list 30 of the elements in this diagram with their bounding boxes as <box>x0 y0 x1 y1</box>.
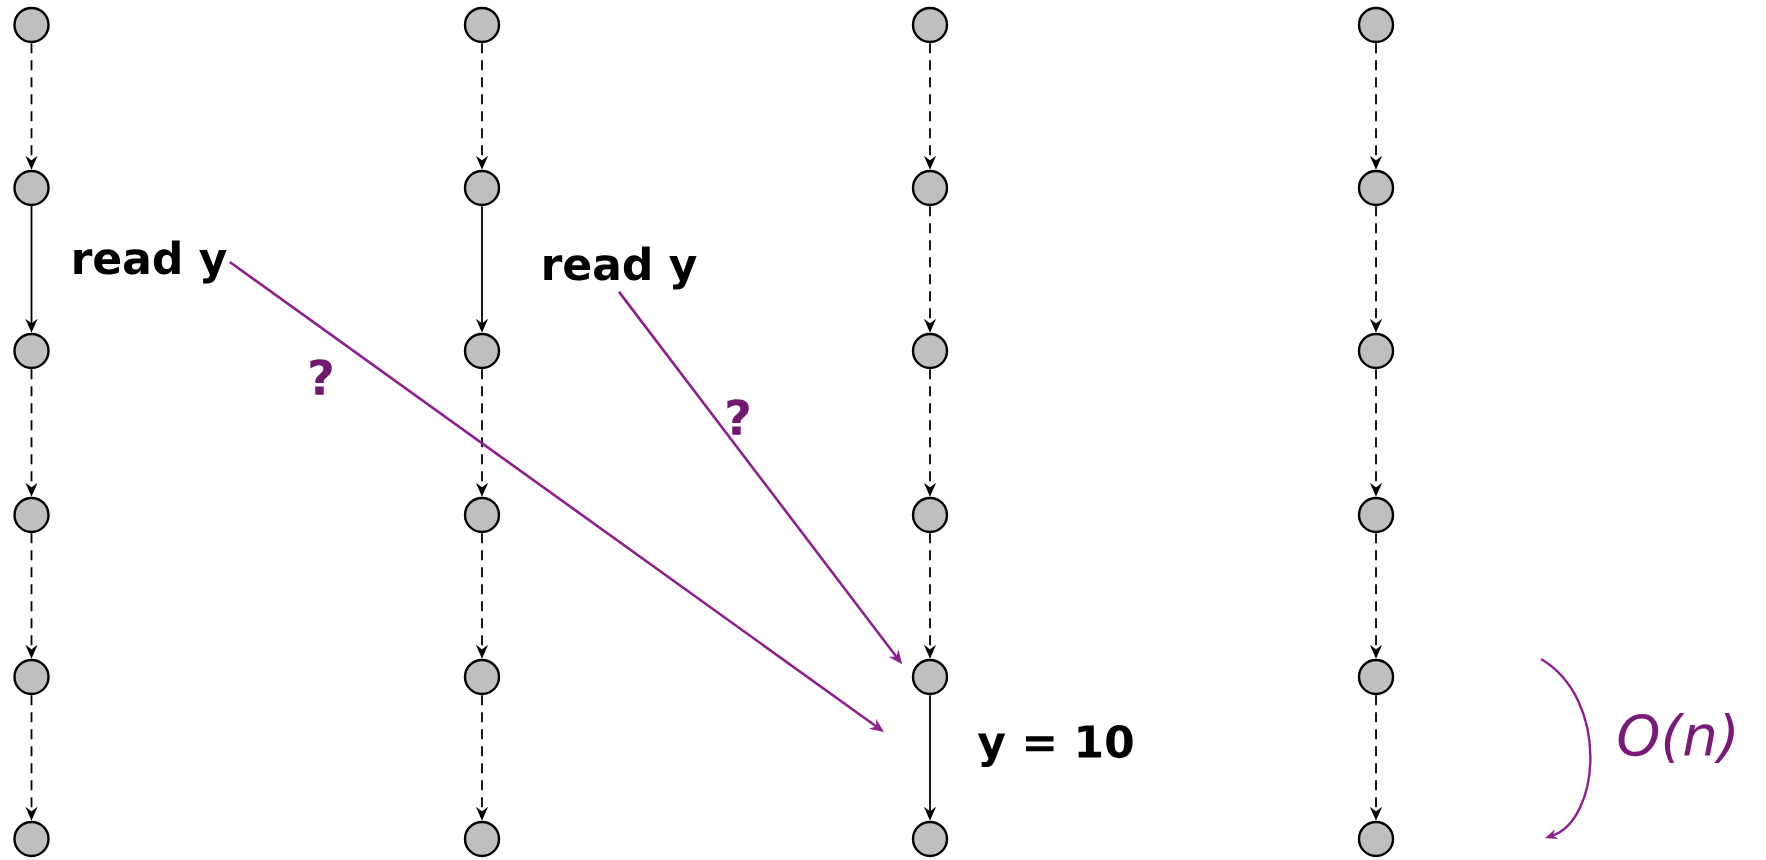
circle-node <box>911 169 949 207</box>
text-label: y = 10 <box>977 724 1133 768</box>
circle-node <box>911 6 949 44</box>
circle-node <box>911 658 949 696</box>
circle-node <box>463 820 501 858</box>
circle-node <box>1357 658 1395 696</box>
circle-node <box>13 820 50 858</box>
circle-node <box>1357 169 1395 207</box>
edge-label: ? <box>727 399 749 435</box>
complexity-label: O(n) <box>1618 713 1734 763</box>
edge-label: ? <box>310 359 332 395</box>
circle-node <box>463 169 501 207</box>
circle-node <box>13 496 50 534</box>
circle-node <box>1357 496 1395 534</box>
circle-node <box>911 496 949 534</box>
circle-node <box>911 820 949 858</box>
circle-node <box>463 496 501 534</box>
circle-node <box>463 6 501 44</box>
circle-node <box>13 6 50 44</box>
circle-node <box>13 169 50 207</box>
circle-node <box>911 332 949 370</box>
circle-node <box>13 658 50 696</box>
circle-node <box>1357 820 1395 858</box>
text-label: read y <box>74 240 227 284</box>
text-label: read y <box>544 246 697 290</box>
circle-node <box>463 658 501 696</box>
circle-node <box>463 332 501 370</box>
circle-node <box>13 332 50 370</box>
circle-node <box>1357 332 1395 370</box>
circle-node <box>1357 6 1395 44</box>
